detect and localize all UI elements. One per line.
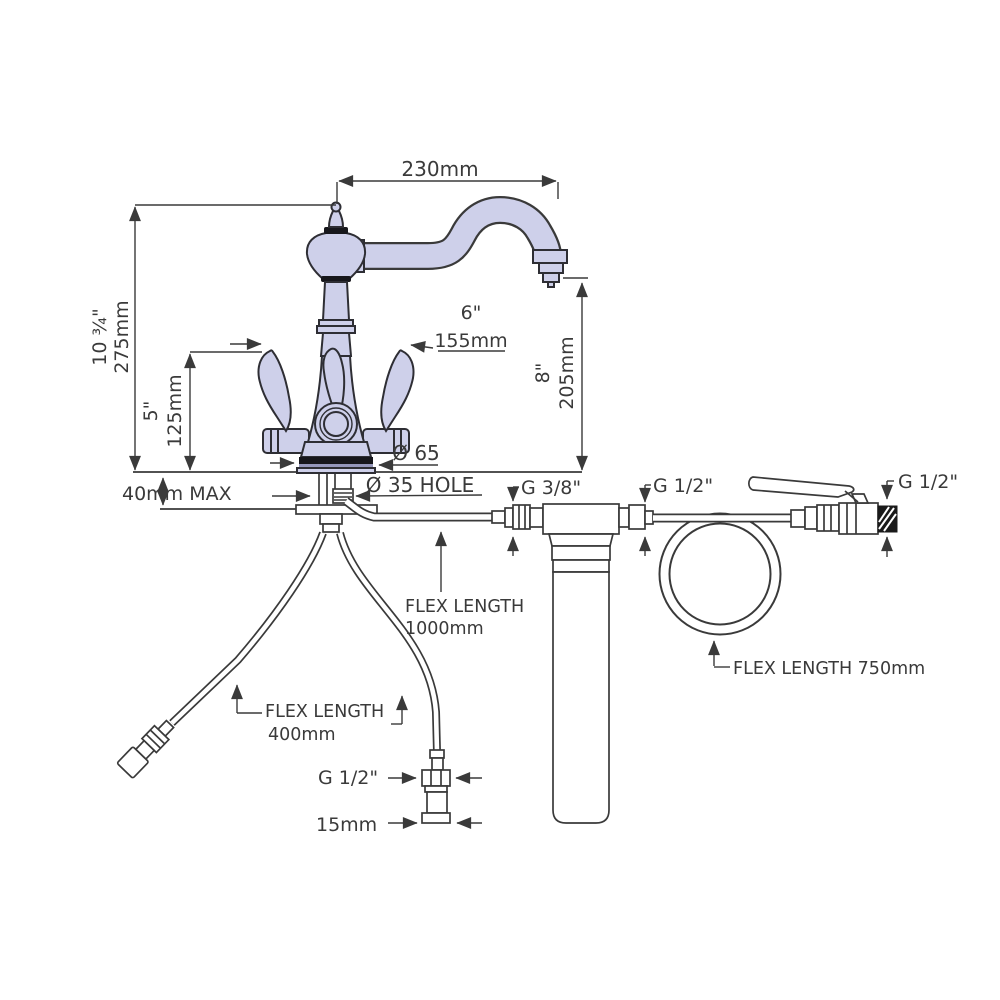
supply-nut-g12 — [421, 769, 451, 787]
label-230mm: 230mm — [401, 157, 478, 181]
shutoff-valve — [748, 476, 898, 535]
spout — [352, 195, 568, 288]
label-dia-35-hole: Ø 35 HOLE — [366, 473, 474, 497]
label-flex-1000-line1: FLEX LENGTH — [405, 597, 524, 617]
dim-155mm — [230, 338, 505, 353]
hose-flex-400 — [116, 531, 327, 779]
right-lever-handle — [362, 349, 415, 454]
dim-230mm — [135, 175, 559, 206]
water-filter-cartridge — [542, 503, 620, 824]
under-sink-assembly — [116, 472, 898, 824]
tail-end-15mm — [421, 812, 451, 824]
bell-body — [305, 232, 367, 280]
filter-inlet-fitting — [491, 504, 544, 530]
faucet-base — [296, 441, 376, 474]
dim-g12-valve — [881, 480, 894, 557]
label-dia-65: Ø 65 — [392, 441, 440, 465]
finial-stem — [327, 210, 345, 228]
label-g38: G 3/8" — [521, 477, 581, 499]
dimension-labels: 230mm 10 ¾" 275mm 5" 125mm 6" 155mm 8" 2… — [89, 157, 958, 836]
label-flex-1000-line2: 1000mm — [405, 619, 484, 639]
spout-collar — [532, 249, 568, 264]
label-g12-supply: G 1/2" — [318, 767, 378, 789]
aerator — [542, 272, 560, 283]
dim-125mm — [184, 351, 262, 471]
faucet — [257, 195, 568, 474]
finial-dark-band — [324, 227, 348, 234]
base-plinth — [296, 467, 376, 474]
medallion-inner — [323, 411, 349, 437]
label-handle-mm: 125mm — [164, 374, 186, 447]
dim-dia-35 — [272, 489, 483, 502]
filter-outlet-fitting — [618, 504, 654, 530]
label-handle-inches: 5" — [140, 401, 162, 422]
shank-nut — [319, 513, 343, 525]
hose-ferrule — [429, 749, 445, 759]
medallion-outer — [314, 402, 358, 446]
label-height-mm: 275mm — [111, 300, 133, 373]
label-height-inches: 10 ¾" — [89, 308, 111, 365]
copper-tail — [426, 791, 448, 814]
filter-head — [542, 503, 620, 535]
bell-dark-band — [321, 276, 351, 282]
label-spout-mm: 205mm — [556, 336, 578, 409]
label-15mm: 15mm — [316, 814, 377, 836]
filter-body — [552, 571, 610, 824]
dimension-lines — [129, 175, 894, 829]
faucet-upper-body — [305, 201, 367, 357]
neck-collar-rings — [316, 325, 356, 334]
coiled-hose-flex-750 — [653, 512, 791, 636]
dim-205mm — [563, 277, 588, 471]
label-g12-filter: G 1/2" — [653, 475, 713, 497]
hose-to-filter — [343, 497, 492, 522]
leader-flex-400 — [231, 684, 408, 725]
center-lever-and-medallion — [314, 347, 358, 446]
label-flex-400-line2: 400mm — [268, 725, 336, 745]
label-width-inches: 6" — [461, 302, 482, 324]
label-flex-750: FLEX LENGTH 750mm — [733, 659, 925, 679]
leader-flex-750 — [708, 640, 730, 668]
label-width-mm: 155mm — [434, 330, 507, 352]
dim-dia-65 — [270, 457, 438, 471]
supply-connector-3-8 — [116, 719, 175, 779]
threaded-nipple-g12 — [877, 505, 898, 533]
hose-supply-tail — [336, 531, 451, 824]
label-spout-inches: 8" — [532, 363, 554, 384]
label-g12-valve: G 1/2" — [898, 471, 958, 493]
dim-g38 — [507, 486, 519, 556]
dim-g12-filter — [639, 484, 651, 556]
left-lever-handle — [257, 349, 310, 454]
faucet-shank — [295, 472, 378, 533]
valve-lever-handle — [748, 476, 855, 498]
neck-column — [321, 281, 351, 321]
finial-knob — [330, 201, 342, 213]
label-40mm-max: 40mm MAX — [122, 483, 232, 505]
valve-body — [838, 502, 879, 535]
label-flex-400-line1: FLEX LENGTH — [265, 702, 384, 722]
